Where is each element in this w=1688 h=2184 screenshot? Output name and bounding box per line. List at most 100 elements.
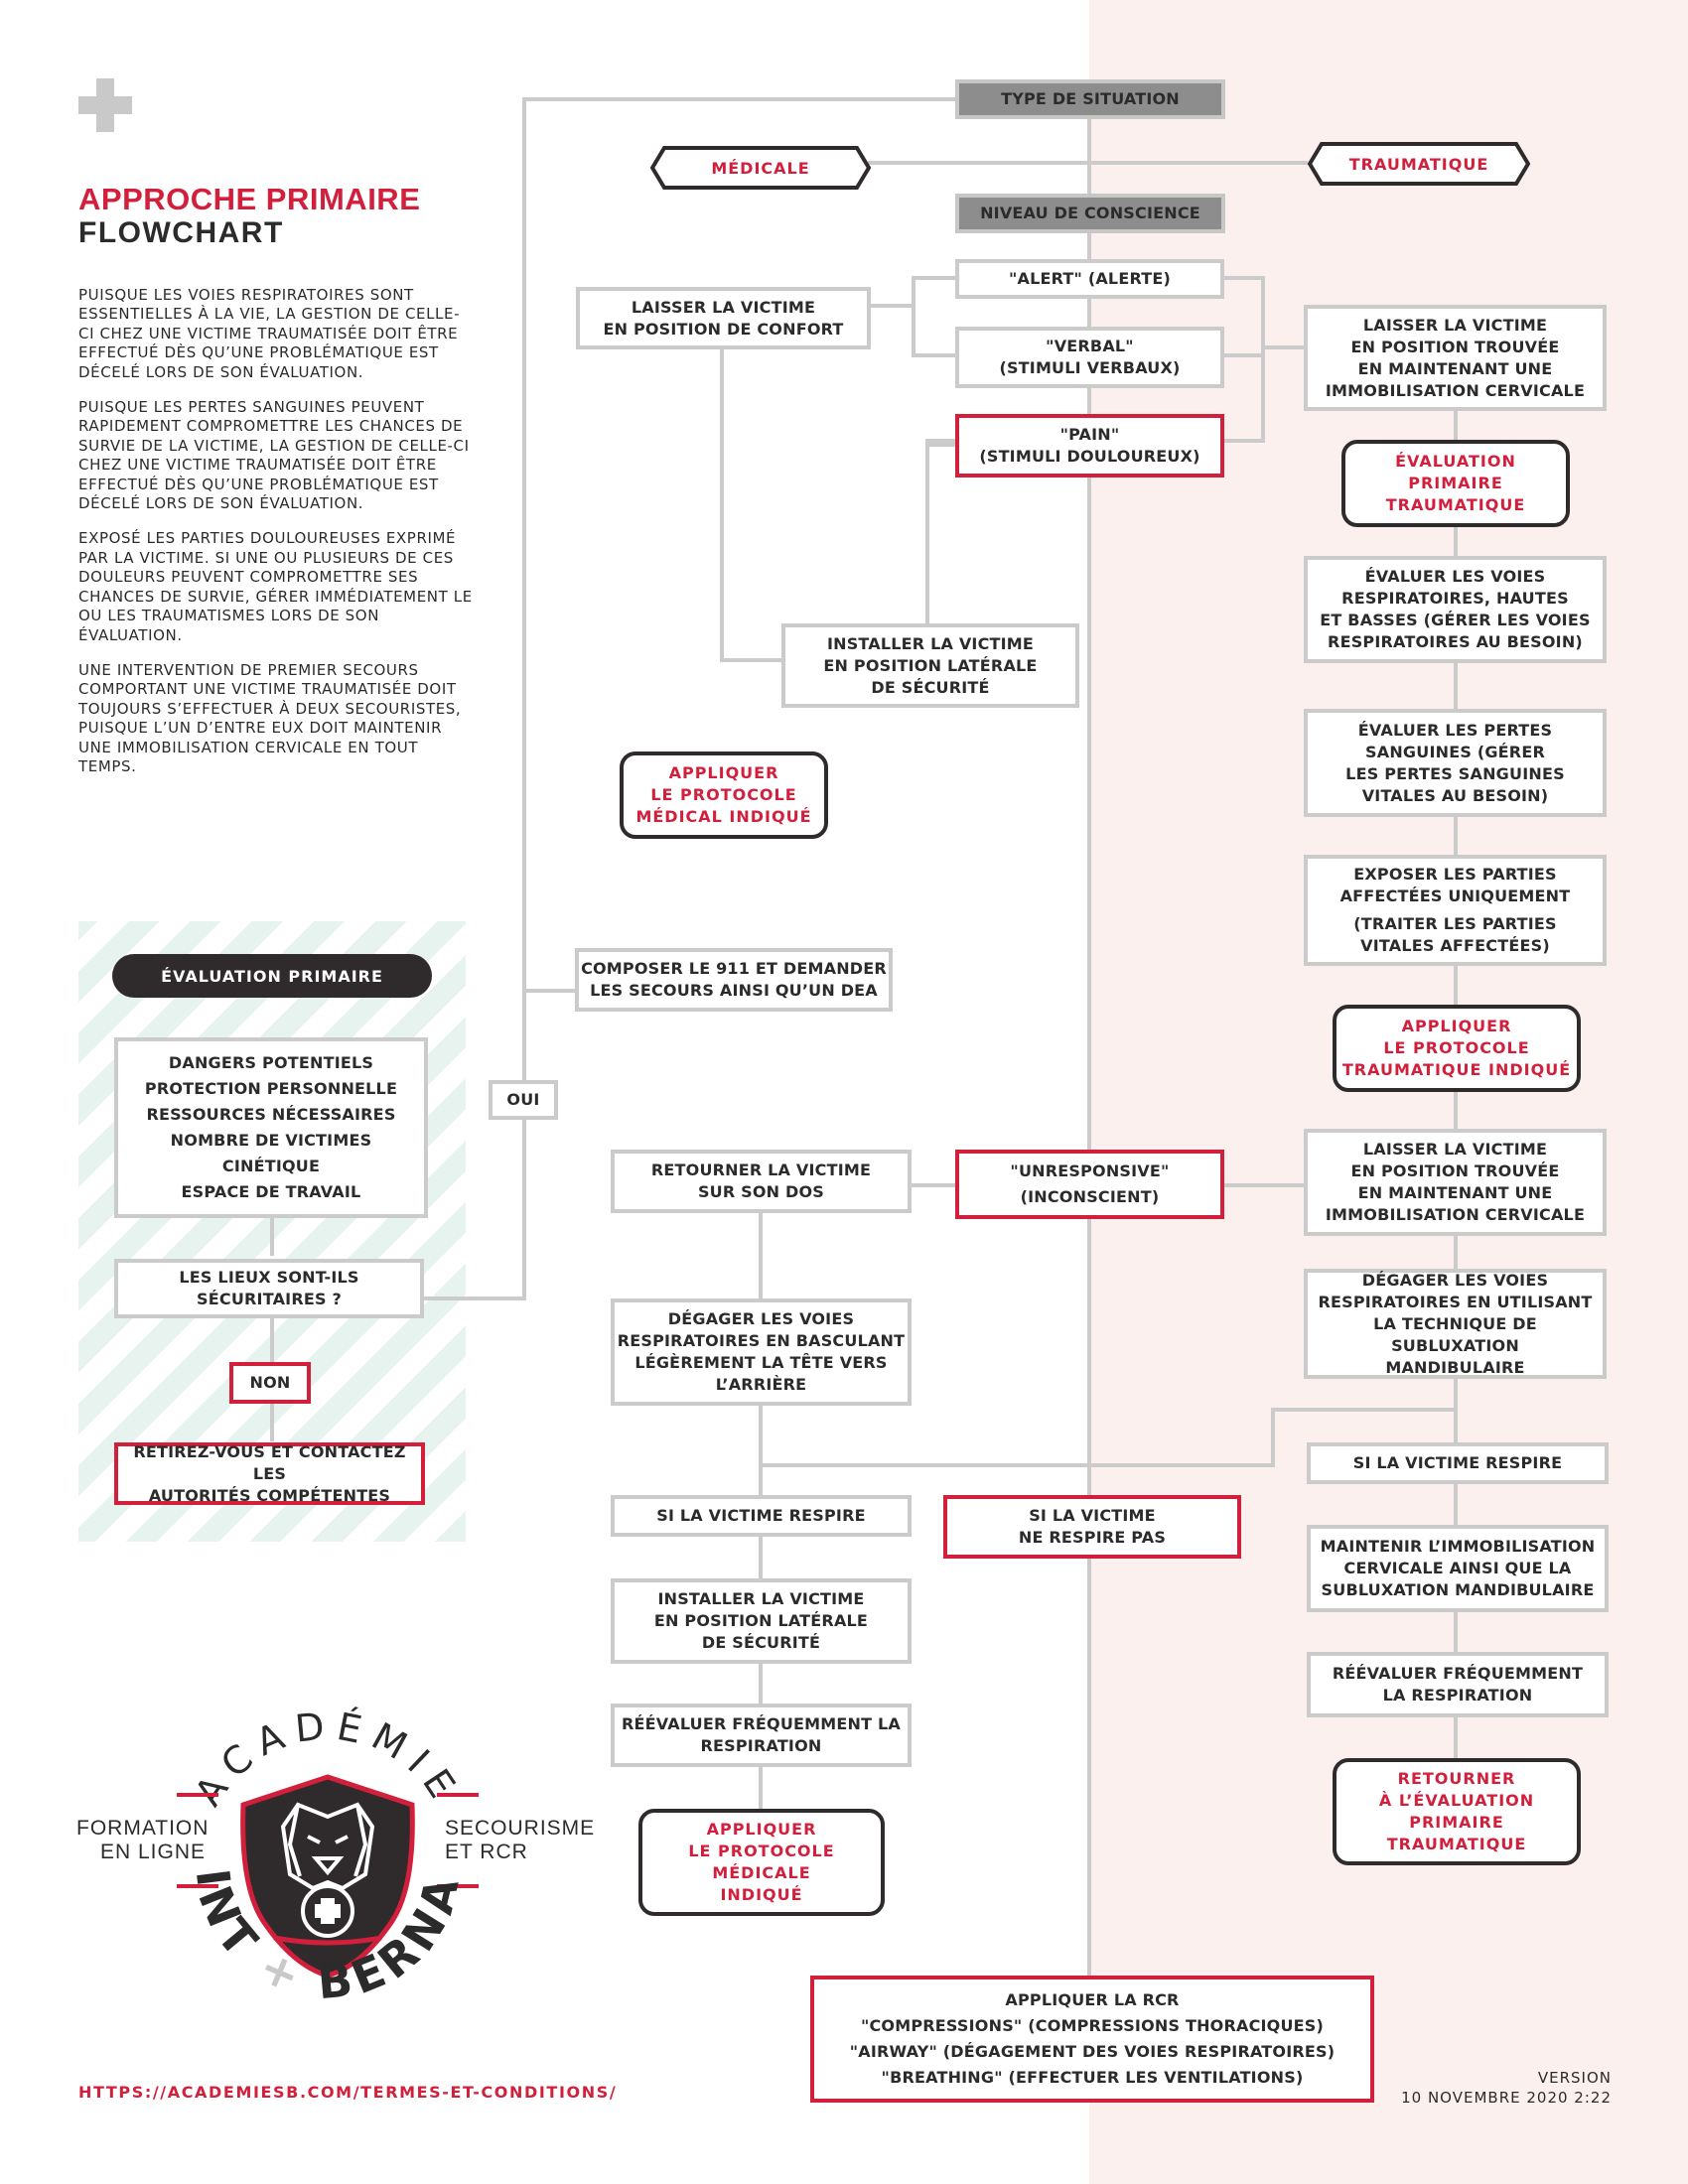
withdraw-action-box: RETIREZ-VOUS ET CONTACTEZ LES AUTORITÉS … — [114, 1442, 425, 1505]
box-line: SI LA VICTIME — [1029, 1506, 1156, 1525]
box-line: ÉVALUER LES PERTES — [1357, 720, 1553, 740]
box-line: LAISSER LA VICTIME — [1362, 1140, 1548, 1159]
trauma-reevaluate-box: RÉÉVALUER FRÉQUEMMENT LA RESPIRATION — [1307, 1652, 1609, 1717]
logo-right-caption: SECOURISME ET RCR — [445, 1817, 595, 1864]
box-line: MANDIBULAIRE — [1385, 1357, 1525, 1377]
box-line: RESPIRATOIRES AU BESOIN) — [1328, 632, 1583, 651]
comfort-position-box: LAISSER LA VICTIME EN POSITION DE CONFOR… — [576, 287, 871, 349]
primary-eval-pill: ÉVALUATION PRIMAIRE — [112, 954, 432, 998]
box-line: LAISSER LA VICTIME — [631, 297, 816, 317]
box-line: EN MAINTENANT UNE — [1357, 1183, 1553, 1202]
box-line: RETIREZ-VOUS ET CONTACTEZ LES — [133, 1441, 406, 1483]
box-line: TRAUMATIQUE — [1385, 495, 1526, 514]
yes-label-box: OUI — [489, 1080, 558, 1120]
box-line: EN MAINTENANT UNE — [1357, 358, 1553, 378]
caption-line: SECOURISME — [445, 1817, 596, 1840]
box-line: DE SÉCURITÉ — [871, 677, 990, 697]
box-line: "UNRESPONSIVE" — [1010, 1161, 1170, 1180]
box-line: DÉGAGER LES VOIES — [1361, 1270, 1549, 1290]
box-line: AFFECTÉES UNIQUEMENT — [1339, 887, 1571, 905]
box-line: VITALES AFFECTÉES) — [1360, 936, 1550, 955]
box-line: LE PROTOCOLE — [688, 1842, 835, 1860]
box-line: LA RESPIRATION — [1382, 1686, 1533, 1705]
box-line: RESPIRATOIRES, HAUTES — [1341, 589, 1569, 608]
box-line: "AIRWAY" (DÉGAGEMENT DES VOIES RESPIRATO… — [849, 2042, 1336, 2061]
box-line: DE SÉCURITÉ — [701, 1633, 821, 1652]
dog-face-icon — [280, 1802, 375, 1938]
box-line: LÉGÈREMENT LA TÊTE VERS — [634, 1353, 888, 1372]
box-line: À L’ÉVALUATION — [1378, 1791, 1535, 1810]
intro-notes: PUISQUE LES VOIES RESPIRATOIRES SONT ESS… — [78, 286, 476, 792]
trauma-situation-node: TRAUMATIQUE — [1308, 142, 1530, 186]
box-line: DÉGAGER LES VOIES — [667, 1309, 855, 1328]
box-line: MÉDICALE — [712, 1863, 811, 1882]
scene-checklist-box: DANGERS POTENTIELS PROTECTION PERSONNELL… — [114, 1037, 428, 1218]
box-line: "BREATHING" (EFFECTUER LES VENTILATIONS) — [881, 2068, 1304, 2087]
box-line: (STIMULI DOULOUREUX) — [979, 447, 1200, 466]
box-line: EN POSITION DE CONFORT — [603, 319, 844, 339]
box-line: "PAIN" — [1059, 425, 1120, 444]
head-tilt-airway-box: DÉGAGER LES VOIES RESPIRATOIRES EN BASCU… — [611, 1298, 912, 1406]
box-line: LA TECHNIQUE DE SUBLUXATION — [1373, 1313, 1537, 1355]
trauma-protocol-pill: APPLIQUER LE PROTOCOLE TRAUMATIQUE INDIQ… — [1333, 1005, 1581, 1092]
box-line: ÉVALUATION — [1395, 452, 1516, 471]
terms-link[interactable]: HTTPS://ACADEMIESB.COM/TERMES-ET-CONDITI… — [78, 2083, 618, 2102]
avpu-alert-box: "ALERT" (ALERTE) — [955, 259, 1224, 299]
box-line: (STIMULI VERBAUX) — [999, 358, 1181, 377]
box-line: EXPOSER LES PARTIES — [1353, 865, 1557, 884]
trauma-breathes-box: SI LA VICTIME RESPIRE — [1307, 1442, 1609, 1484]
box-line: RÉÉVALUER FRÉQUEMMENT LA — [621, 1714, 902, 1733]
box-line: TRAUMATIQUE — [1386, 1835, 1527, 1853]
trauma-found-position-box: LAISSER LA VICTIME EN POSITION TROUVÉE E… — [1304, 305, 1607, 411]
evaluate-bleeding-box: ÉVALUER LES PERTES SANGUINES (GÉRER LES … — [1304, 709, 1607, 817]
box-line: RÉÉVALUER FRÉQUEMMENT — [1332, 1664, 1584, 1683]
box-line: INSTALLER LA VICTIME — [826, 633, 1035, 653]
box-line: TRAUMATIQUE INDIQUÉ — [1341, 1060, 1572, 1079]
checklist-item: CINÉTIQUE — [221, 1157, 321, 1175]
no-label-box: NON — [229, 1362, 311, 1404]
version-date: 10 NOVEMBRE 2020 2:22 — [1401, 2089, 1612, 2107]
box-line: LE PROTOCOLE — [1383, 1038, 1530, 1057]
unresp-medical-protocol-pill: APPLIQUER LE PROTOCOLE MÉDICALE INDIQUÉ — [638, 1809, 885, 1916]
box-line: ÉVALUER LES VOIES — [1364, 567, 1546, 586]
scene-safe-question-box: LES LIEUX SONT-ILS SÉCURITAIRES ? — [114, 1259, 424, 1318]
box-line: COMPOSER LE 911 ET DEMANDER — [581, 959, 887, 978]
box-line: SUR SON DOS — [697, 1182, 825, 1201]
box-line: CERVICALE AINSI QUE LA — [1343, 1559, 1572, 1577]
box-line: APPLIQUER — [668, 763, 779, 782]
box-line: VITALES AU BESOIN) — [1361, 785, 1549, 805]
medical-cross-icon — [78, 78, 132, 132]
expose-parts-box: EXPOSER LES PARTIES AFFECTÉES UNIQUEMENT… — [1304, 855, 1607, 966]
box-line: APPLIQUER LA RCR — [1005, 1990, 1180, 2009]
caption-line: EN LIGNE — [99, 1841, 206, 1863]
medical-protocol-pill: APPLIQUER LE PROTOCOLE MÉDICAL INDIQUÉ — [620, 751, 828, 839]
caption-line: FORMATION — [76, 1817, 210, 1840]
page-title: APPROCHE PRIMAIRE — [78, 182, 421, 216]
return-to-trauma-eval-pill: RETOURNER À L’ÉVALUATION PRIMAIRE TRAUMA… — [1333, 1758, 1581, 1865]
box-line: RETOURNER LA VICTIME — [650, 1160, 872, 1179]
logo-left-caption: FORMATION EN LIGNE — [76, 1817, 210, 1864]
checklist-item: NOMBRE DE VICTIMES — [170, 1131, 372, 1150]
intro-paragraph: UNE INTERVENTION DE PREMIER SECOURS COMP… — [78, 660, 462, 775]
box-line: EN POSITION LATÉRALE — [653, 1611, 869, 1630]
box-line: "VERBAL" — [1046, 337, 1134, 355]
box-line: NE RESPIRE PAS — [1018, 1528, 1167, 1547]
box-line: LAISSER LA VICTIME — [1362, 315, 1548, 335]
box-line: EN POSITION TROUVÉE — [1350, 337, 1560, 356]
box-line: LE PROTOCOLE — [650, 785, 797, 804]
checklist-item: ESPACE DE TRAVAIL — [181, 1182, 361, 1201]
box-line: INSTALLER LA VICTIME — [657, 1589, 865, 1608]
box-line: IMMOBILISATION CERVICALE — [1325, 380, 1586, 400]
box-line: LES SECOURS AINSI QU’UN DEA — [590, 981, 878, 1000]
call-911-box: COMPOSER LE 911 ET DEMANDER LES SECOURS … — [575, 948, 893, 1012]
checklist-item: DANGERS POTENTIELS — [168, 1053, 374, 1072]
box-line: (TRAITER LES PARTIES — [1353, 914, 1557, 933]
medical-situation-node: MÉDICALE — [650, 146, 871, 190]
consciousness-level-header: NIVEAU DE CONSCIENCE — [955, 194, 1225, 233]
turn-on-back-box: RETOURNER LA VICTIME SUR SON DOS — [611, 1150, 912, 1213]
caption-line: ET RCR — [445, 1841, 528, 1863]
not-breathing-box: SI LA VICTIME NE RESPIRE PAS — [943, 1495, 1241, 1559]
medical-reevaluate-box: RÉÉVALUER FRÉQUEMMENT LA RESPIRATION — [611, 1704, 912, 1767]
box-line: MÉDICAL INDIQUÉ — [635, 807, 812, 826]
unresp-found-position-box: LAISSER LA VICTIME EN POSITION TROUVÉE E… — [1304, 1129, 1607, 1236]
